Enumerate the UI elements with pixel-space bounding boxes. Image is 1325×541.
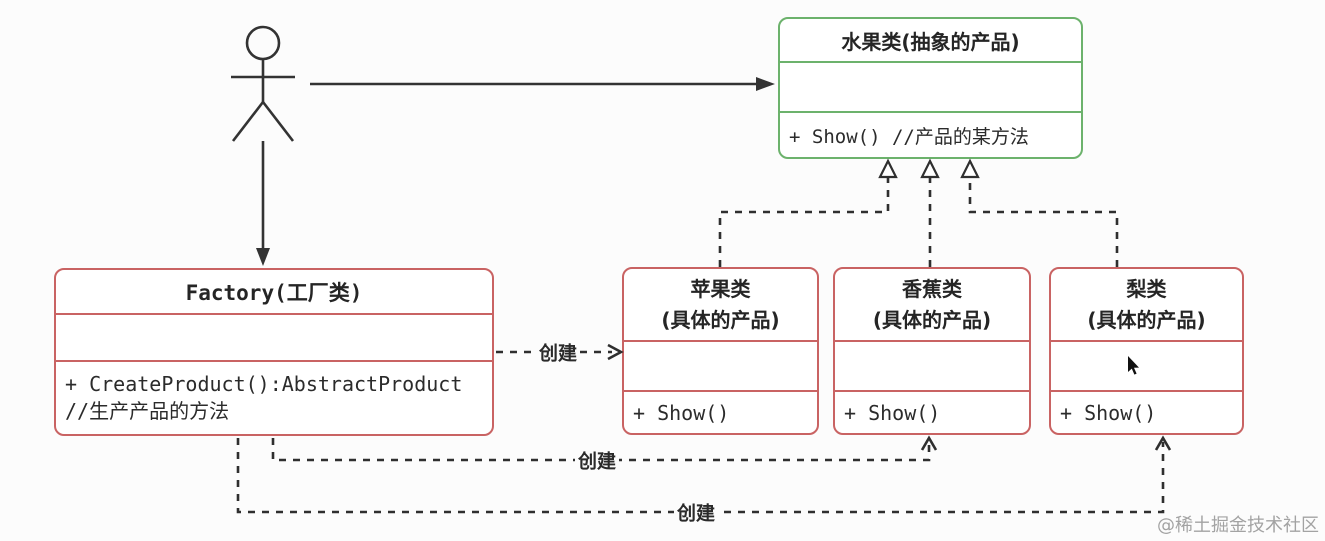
abstract-product-method: + Show() //产品的某方法: [789, 125, 1029, 148]
edge-label-create-banana: 创建: [574, 446, 620, 474]
abstract-product-attributes-section: [780, 63, 1081, 113]
factory-title: Factory(工厂类): [56, 270, 492, 315]
arrow-actor-to-abstract-product: [310, 77, 775, 91]
factory-method-section: + CreateProduct():AbstractProduct //生产产品…: [56, 362, 492, 434]
apple-attributes-section: [624, 342, 817, 392]
arrow-actor-to-factory: [256, 141, 270, 266]
banana-title: 香蕉类 (具体的产品): [835, 269, 1029, 342]
realization-arrow-pear-to-abstract: [960, 158, 1119, 267]
factory-method-signature: + CreateProduct():AbstractProduct: [65, 372, 463, 396]
factory-attributes-section: [56, 315, 492, 362]
pear-title: 梨类 (具体的产品): [1051, 269, 1242, 342]
edge-label-create-pear: 创建: [673, 498, 719, 526]
pear-title-line1: 梨类: [1126, 276, 1167, 301]
pear-title-line2: (具体的产品): [1087, 307, 1206, 332]
abstract-product-title: 水果类(抽象的产品): [780, 19, 1081, 63]
apple-title: 苹果类 (具体的产品): [624, 269, 817, 342]
realization-arrow-apple-to-abstract: [718, 158, 898, 267]
realization-arrow-banana-to-abstract: [920, 158, 940, 267]
class-box-factory: Factory(工厂类) + CreateProduct():AbstractP…: [54, 268, 494, 436]
actor-icon: [231, 25, 295, 142]
apple-title-line1: 苹果类: [690, 276, 751, 301]
pear-attributes-section: [1051, 342, 1242, 392]
banana-title-line2: (具体的产品): [872, 307, 992, 332]
banana-method: + Show(): [844, 400, 941, 425]
apple-title-line2: (具体的产品): [661, 307, 780, 332]
pear-method: + Show(): [1060, 400, 1157, 425]
edge-label-create-apple: 创建: [535, 338, 581, 366]
watermark: @稀土掘金技术社区: [1157, 515, 1319, 536]
apple-method: + Show(): [633, 400, 730, 425]
class-box-abstract-product: 水果类(抽象的产品) + Show() //产品的某方法: [778, 17, 1083, 159]
class-box-banana: 香蕉类 (具体的产品) + Show(): [833, 267, 1031, 435]
banana-title-line1: 香蕉类: [902, 276, 962, 301]
class-box-pear: 梨类 (具体的产品) + Show(): [1049, 267, 1244, 435]
factory-method-comment: //生产产品的方法: [65, 399, 230, 423]
class-box-apple: 苹果类 (具体的产品) + Show(): [622, 267, 819, 435]
banana-attributes-section: [835, 342, 1029, 392]
